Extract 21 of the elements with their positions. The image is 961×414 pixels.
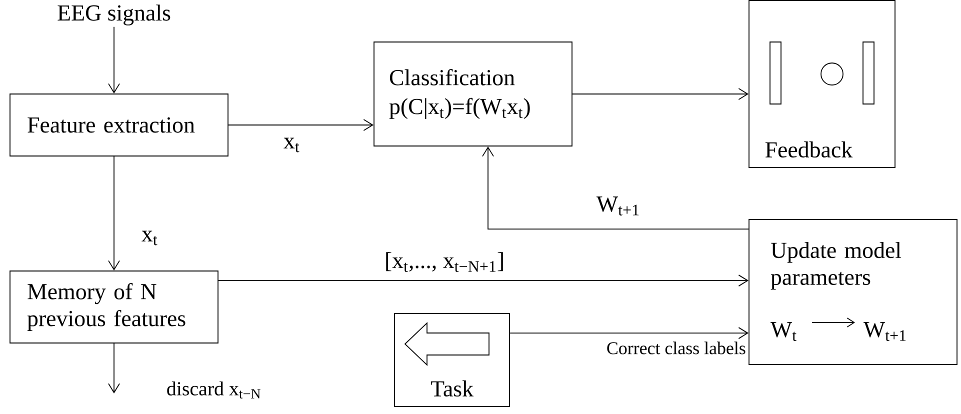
edge-label: x$_{t}$ xyxy=(140,230,159,246)
process-box: Memory of N previous features xyxy=(10,270,218,344)
process-box: Update model parameters W$_{t}$ W$_{t+1}$ xyxy=(748,219,958,365)
edge-label: [x$_{t}$,..., x$_{t−N+1}$] xyxy=(383,251,506,273)
edge-label: discard x$_{t−N}$ xyxy=(165,380,262,400)
input-label: EEG signals xyxy=(58,4,170,26)
arrow xyxy=(482,146,749,230)
arrow xyxy=(228,119,374,131)
process-box: Feature extraction xyxy=(10,94,228,156)
arrow xyxy=(572,88,749,100)
arrow xyxy=(108,343,120,394)
arrow xyxy=(510,327,749,339)
task-box: Task xyxy=(394,313,510,407)
edge-label: Correct class labels xyxy=(605,340,747,356)
edge-label: x$_{t}$ xyxy=(282,136,301,154)
feedback-box: Feedback xyxy=(748,0,896,168)
arrow xyxy=(108,156,120,271)
process-box: Classification p(C|x$_{t}$)=f(W$_{t}$x$_{t}$) xyxy=(374,42,572,146)
edge-label: W$_{t+1}$ xyxy=(595,196,642,216)
arrow xyxy=(108,26,120,94)
arrow xyxy=(218,274,749,286)
